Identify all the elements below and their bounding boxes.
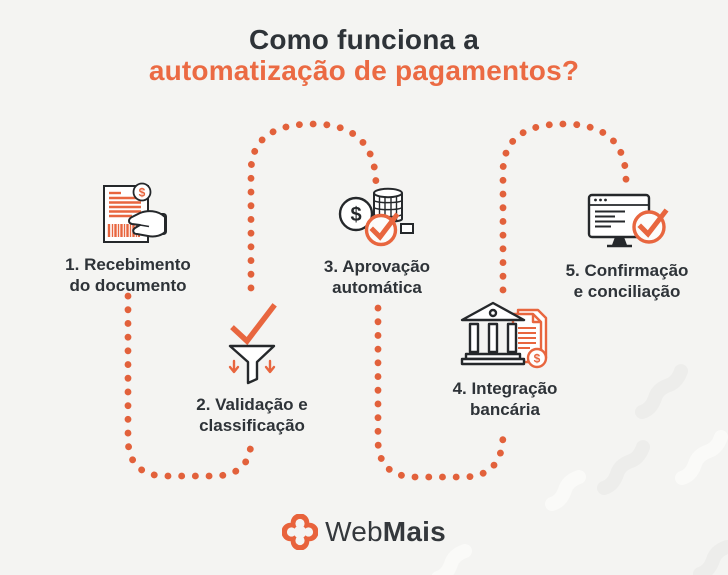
funnel-check-icon (228, 303, 277, 385)
monitor-check-icon (587, 193, 669, 248)
step-5-label-line-1: 5. Confirmação (565, 261, 689, 280)
bank-document-icon: $ (460, 301, 548, 369)
step-2-label-line-2: classificação (199, 416, 305, 435)
step-4-integracao: $ 4. Integração bancária (425, 298, 585, 420)
step-3-label-line-2: automática (332, 278, 422, 297)
webmais-wordmark: WebMais (325, 516, 446, 548)
step-2-validacao: 2. Validação e classificação (172, 298, 332, 436)
step-4-label-line-2: bancária (470, 400, 540, 419)
path-step1-to-step2 (124, 292, 255, 480)
path-step3-to-step4 (374, 304, 507, 481)
title-line-2: automatização de pagamentos? (148, 55, 580, 86)
path-step2-to-step3 (247, 120, 380, 292)
step-3-aprovacao: $ 3. Aprovação automática (297, 184, 457, 298)
step-3-label: 3. Aprovação automática (297, 256, 457, 298)
step-4-label-line-1: 4. Integração (452, 379, 558, 398)
step-2-label: 2. Validação e classificação (172, 394, 332, 436)
webmais-clover-icon (282, 514, 319, 550)
webmais-logo: WebMais (0, 514, 728, 550)
dollar-sign: $ (350, 204, 361, 226)
step-3-label-line-1: 3. Aprovação (323, 257, 431, 276)
step-1-label-line-2: do documento (69, 276, 187, 295)
step-1-recebimento: $ 1. Recebimento do documento (48, 182, 208, 296)
logo-text-mais: Mais (382, 516, 446, 547)
title-line-1: Como funciona a (248, 24, 480, 55)
document-hand-icon: $ (103, 182, 167, 243)
step-1-label: 1. Recebimento do documento (48, 254, 208, 296)
step-5-label-line-2: e conciliação (573, 282, 681, 301)
step-1-label-line-1: 1. Recebimento (65, 255, 191, 274)
infographic-title: Como funciona a automatização de pagamen… (0, 24, 728, 86)
dollar-sign: $ (534, 352, 541, 366)
step-2-label-line-1: 2. Validação e (196, 395, 308, 414)
path-step4-to-step5 (499, 120, 630, 294)
step-4-label: 4. Integração bancária (425, 378, 585, 420)
money-approval-icon: $ (338, 187, 414, 247)
step-5-label: 5. Confirmação e conciliação (547, 260, 707, 302)
logo-text-web: Web (325, 516, 383, 547)
step-5-confirmacao: 5. Confirmação e conciliação (547, 190, 707, 302)
dollar-sign: $ (139, 186, 146, 200)
